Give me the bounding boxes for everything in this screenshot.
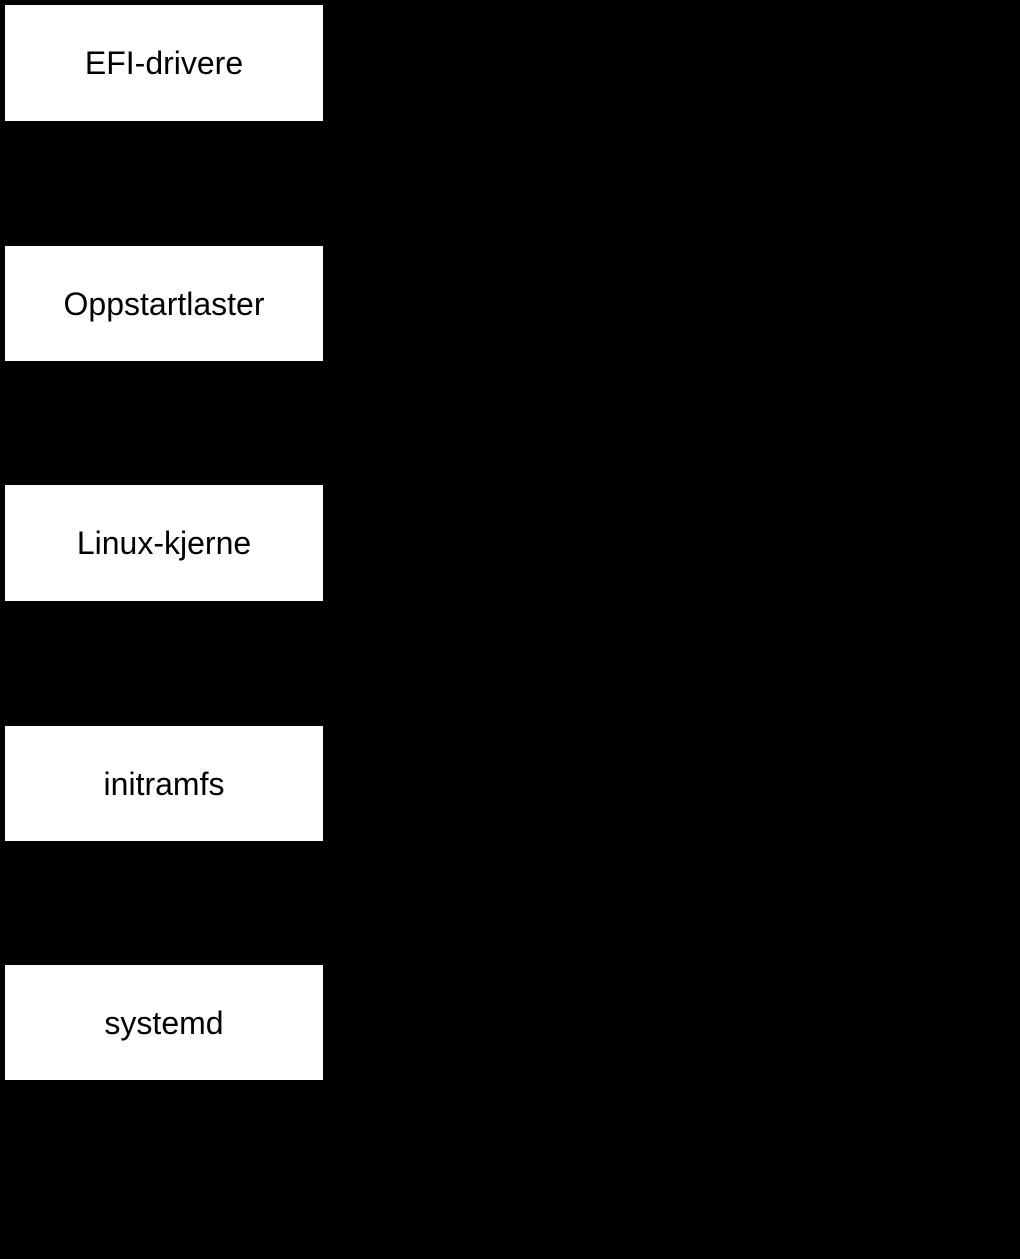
flowchart-node-systemd: systemd <box>5 965 323 1080</box>
node-label: EFI-drivere <box>84 45 244 81</box>
flowchart-node-linux-kjerne: Linux-kjerne <box>5 485 323 601</box>
flowchart-node-oppstartlaster: Oppstartlaster <box>5 246 323 361</box>
node-label: initramfs <box>103 765 225 802</box>
node-label: Linux-kjerne <box>76 525 252 561</box>
flowchart-node-efi-drivere: EFI-drivere <box>5 5 323 121</box>
node-label: Oppstartlaster <box>63 285 265 322</box>
node-label: systemd <box>104 1004 224 1041</box>
flowchart-node-initramfs: initramfs <box>5 726 323 841</box>
